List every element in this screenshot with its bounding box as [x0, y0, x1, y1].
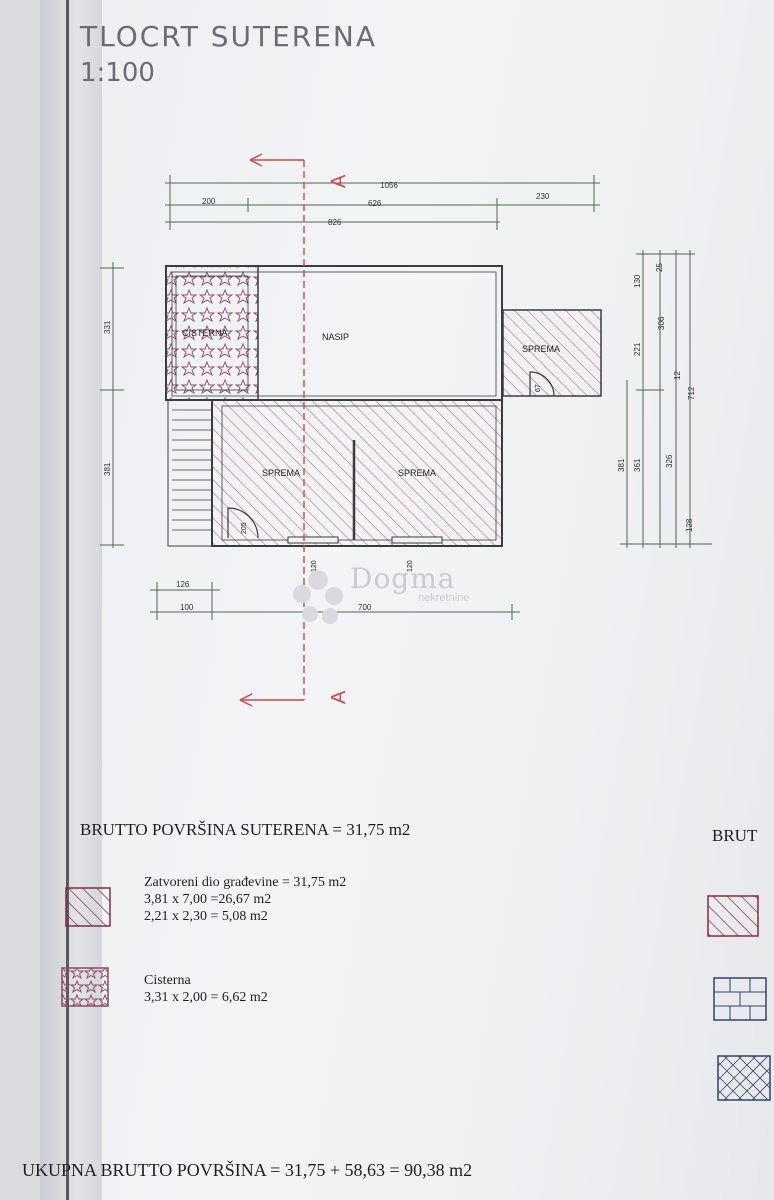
- watermark-logo-icon: [293, 570, 343, 624]
- legend-closed-part: Zatvoreni dio građevine = 31,75 m2 3,81 …: [144, 874, 346, 925]
- building-outline: [165, 265, 602, 547]
- drawing-scale: 1:100: [80, 58, 155, 88]
- legend-cistern-title: Cisterna: [144, 973, 191, 988]
- section-marker-bottom: A: [328, 690, 350, 704]
- left-dimension-lines: [100, 262, 124, 548]
- dim-200: 200: [202, 197, 216, 206]
- total-gross-area: UKUPNA BRUTTO POVRŠINA = 31,75 + 58,63 =…: [22, 1160, 473, 1180]
- dim-130: 130: [633, 274, 642, 288]
- dim-381-left: 381: [103, 462, 112, 476]
- dim-230: 230: [536, 192, 550, 201]
- legend-cistern: Cisterna 3,31 x 2,00 = 6,62 m2: [144, 972, 268, 1006]
- lower-storage-area: [211, 399, 503, 547]
- dim-126: 126: [176, 580, 190, 589]
- dim-826: 826: [328, 218, 342, 227]
- dim-700: 700: [358, 603, 372, 612]
- cut-off-title: BRUT: [712, 826, 758, 845]
- legend-cistern-calc: 3,31 x 2,00 = 6,62 m2: [144, 990, 268, 1005]
- binding-edge: [66, 0, 69, 1200]
- star-pattern-icon: [61, 967, 109, 1007]
- document-page: [40, 0, 774, 1200]
- legend-closed-part-calc-2: 2,21 x 2,30 = 5,08 m2: [144, 909, 268, 924]
- right-dimension-lines: [620, 250, 712, 548]
- dim-12: 12: [673, 371, 682, 380]
- gross-area-title: BRUTTO POVRŠINA SUTERENA = 31,75 m2: [80, 820, 411, 839]
- dim-712: 712: [687, 386, 696, 400]
- dim-326: 326: [665, 454, 674, 468]
- watermark-name: Dogma: [350, 562, 456, 595]
- room-label-fill: NASIP: [322, 332, 349, 342]
- window-left: [287, 536, 339, 544]
- room-label-cistern: CISTERNA: [182, 328, 228, 338]
- dim-381-right: 381: [617, 458, 626, 472]
- dim-626: 626: [368, 199, 382, 208]
- section-line-a: [239, 153, 305, 707]
- dim-128: 128: [685, 518, 694, 532]
- section-marker-top: A: [328, 174, 350, 188]
- drawing-title: TLOCRT SUTERENA: [80, 20, 378, 53]
- cistern-room: [165, 265, 259, 401]
- window-label-left: 120: [311, 560, 318, 572]
- room-label-annex-storage: SPREMA: [522, 344, 560, 354]
- hatch-diagonal-icon-partial: [707, 895, 759, 937]
- dim-331: 331: [103, 320, 112, 334]
- hatch-diagonal-icon: [65, 887, 111, 927]
- annex-storage-room: [502, 309, 602, 397]
- legend-closed-part-calc-1: 3,81 x 7,00 =26,67 m2: [144, 892, 272, 907]
- legend-closed-part-title: Zatvoreni dio građevine = 31,75 m2: [144, 875, 347, 890]
- window-label-right: 120: [407, 560, 414, 572]
- window-right: [391, 536, 443, 544]
- dim-361: 361: [633, 458, 642, 472]
- room-label-storage-right: SPREMA: [398, 468, 436, 478]
- watermark-subtitle: nekretnine: [418, 592, 470, 604]
- dim-221: 221: [633, 342, 642, 356]
- dim-25: 25: [655, 263, 664, 272]
- top-dimension-lines: [165, 175, 600, 230]
- room-label-storage-left: SPREMA: [262, 468, 300, 478]
- dim-100: 100: [180, 603, 194, 612]
- stairs: [172, 409, 212, 531]
- door-label-67: 67: [535, 384, 542, 392]
- door-swing-annex: [529, 371, 555, 397]
- door-label-205: 205: [241, 522, 248, 534]
- brick-pattern-icon: [713, 977, 767, 1021]
- dim-306: 306: [657, 316, 666, 330]
- door-swing-left: [227, 507, 259, 539]
- crosshatch-pattern-icon: [717, 1055, 771, 1101]
- dim-overall-width: 1056: [380, 181, 398, 190]
